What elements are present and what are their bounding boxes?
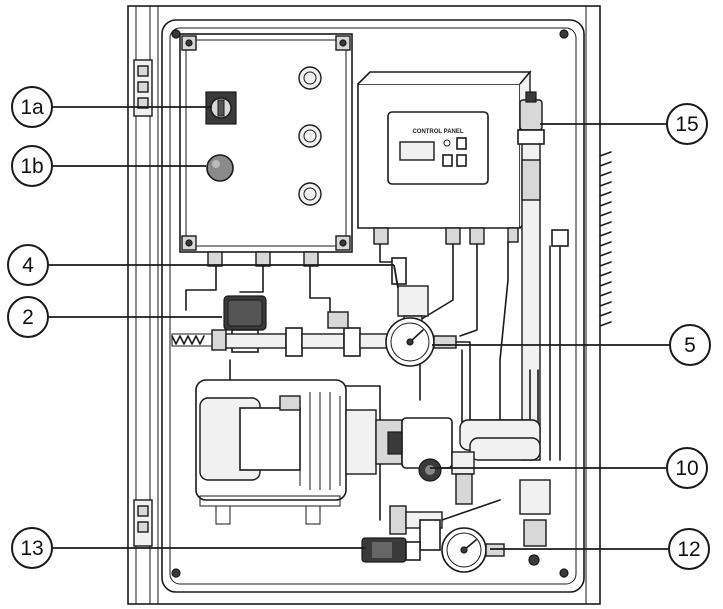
callout-label: 1a — [20, 96, 44, 119]
callout-label: 5 — [684, 334, 696, 357]
callout-label: 15 — [675, 113, 698, 136]
callout-13: 13 — [11, 527, 53, 569]
control-panel: CONTROL PANEL — [357, 70, 532, 245]
vent-slots — [599, 151, 612, 327]
callout-label: 13 — [20, 537, 43, 560]
callout-label: 12 — [677, 538, 700, 561]
callout-label: 2 — [22, 306, 34, 329]
callout-12: 12 — [668, 528, 710, 570]
callout-2: 2 — [7, 296, 49, 338]
pressure-gauge-lower — [441, 527, 505, 573]
pump — [387, 417, 453, 469]
cable-glands — [207, 251, 319, 267]
vertical-pipe-right — [517, 91, 569, 566]
selector-switch — [205, 91, 237, 125]
pipe-loop — [455, 341, 541, 461]
control-panel-label: CONTROL PANEL — [412, 129, 463, 135]
callout-label: 4 — [22, 254, 34, 277]
leader-lines — [48, 106, 670, 550]
callout-label: 10 — [675, 457, 698, 480]
hinge-bottom — [133, 499, 153, 547]
callout-10: 10 — [666, 447, 708, 489]
callout-15: 15 — [666, 103, 708, 145]
lower-pipe — [389, 499, 501, 551]
indicator-light — [206, 154, 234, 182]
motor — [195, 379, 403, 525]
callout-5: 5 — [669, 324, 711, 366]
callout-4: 4 — [7, 244, 49, 286]
junction-box — [179, 33, 353, 253]
callout-label: 1b — [20, 155, 43, 178]
valve-13 — [361, 537, 421, 563]
hinge-top — [133, 59, 153, 117]
callout-1b: 1b — [11, 145, 53, 187]
callout-1a: 1a — [11, 86, 53, 128]
